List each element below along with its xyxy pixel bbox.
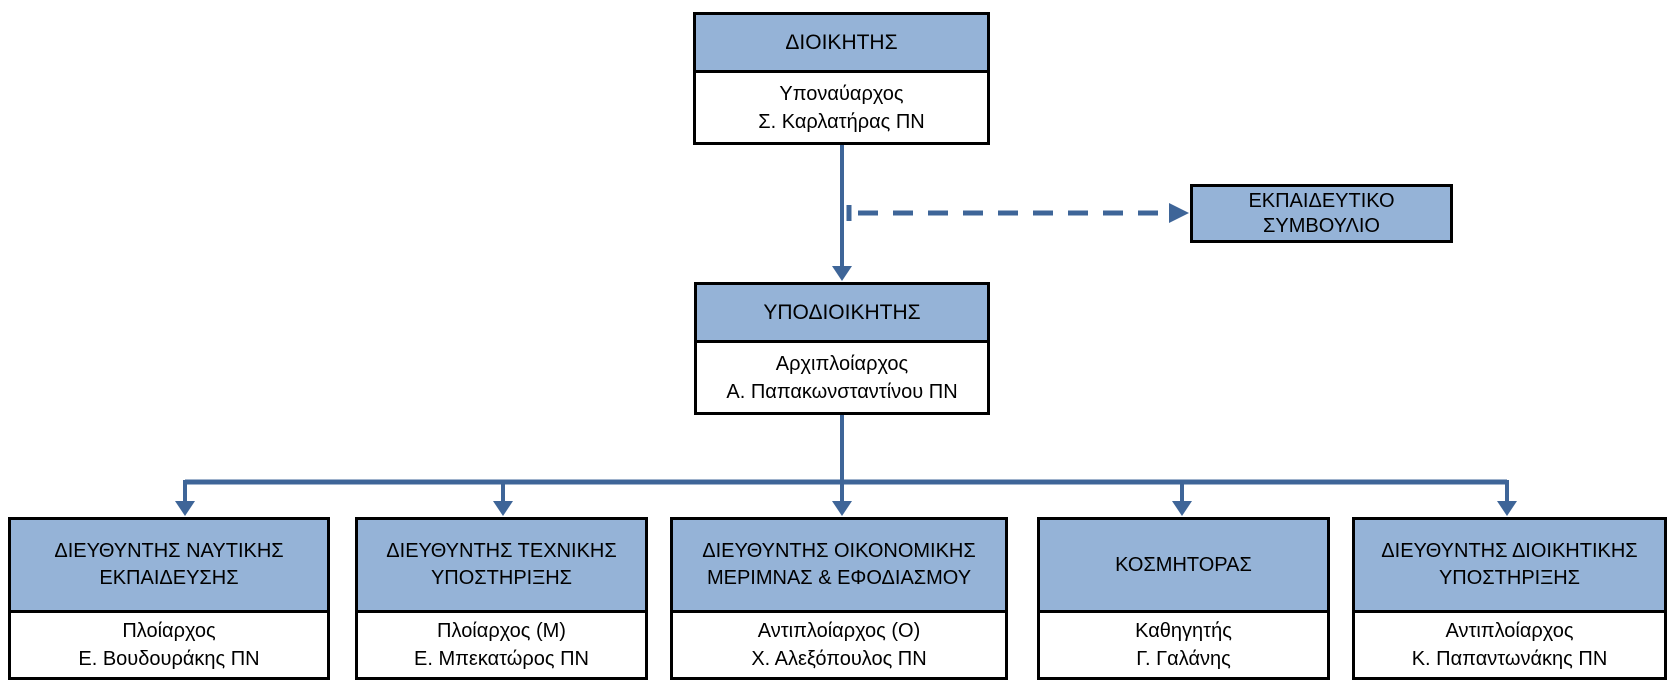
org-box-educational-council: ΕΚΠΑΙΔΕΥΤΙΚΟ ΣΥΜΒΟΥΛΙΟ	[1190, 184, 1453, 243]
director-technical-support-name: Ε. Μπεκατώρος ΠΝ	[414, 648, 589, 670]
org-box-deputy-commander: ΥΠΟΔΙΟΙΚΗΤΗΣ Αρχιπλοίαρχος Α. Παπακωνστα…	[694, 282, 990, 415]
arrowhead-director-1	[175, 501, 195, 516]
org-box-director-administrative-support: ΔΙΕΥΘΥΝΤΗΣ ΔΙΟΙΚΗΤΙΚΗΣ ΥΠΟΣΤΗΡΙΞΗΣ Αντιπ…	[1352, 517, 1667, 680]
director-naval-education-rank: Πλοίαρχος	[122, 620, 216, 642]
arrowhead-director-3	[832, 501, 852, 516]
director-technical-support-details: Πλοίαρχος (Μ) Ε. Μπεκατώρος ΠΝ	[358, 613, 645, 677]
director-financial-supply-rank: Αντιπλοίαρχος (Ο)	[757, 620, 921, 642]
director-financial-supply-details: Αντιπλοίαρχος (Ο) Χ. Αλεξόπουλος ΠΝ	[673, 613, 1005, 677]
dean-name: Γ. Γαλάνης	[1136, 648, 1231, 670]
director-naval-education-details: Πλοίαρχος Ε. Βουδουράκης ΠΝ	[11, 613, 327, 677]
arrowhead-director-4	[1172, 501, 1192, 516]
director-administrative-support-details: Αντιπλοίαρχος Κ. Παπαντωνάκης ΠΝ	[1355, 613, 1664, 677]
org-box-dean: ΚΟΣΜΗΤΟΡΑΣ Καθηγητής Γ. Γαλάνης	[1037, 517, 1330, 680]
commander-name: Σ. Καρλατήρας ΠΝ	[758, 110, 925, 133]
director-administrative-support-title: ΔΙΕΥΘΥΝΤΗΣ ΔΙΟΙΚΗΤΙΚΗΣ ΥΠΟΣΤΗΡΙΞΗΣ	[1355, 520, 1664, 613]
director-naval-education-title: ΔΙΕΥΘΥΝΤΗΣ ΝΑΥΤΙΚΗΣ ΕΚΠΑΙΔΕΥΣΗΣ	[11, 520, 327, 613]
arrowhead-director-2	[493, 501, 513, 516]
director-administrative-support-rank: Αντιπλοίαρχος	[1445, 620, 1574, 642]
arrowhead-deputy	[832, 266, 852, 281]
dean-details: Καθηγητής Γ. Γαλάνης	[1040, 613, 1327, 677]
director-naval-education-name: Ε. Βουδουράκης ΠΝ	[78, 648, 260, 670]
dean-title: ΚΟΣΜΗΤΟΡΑΣ	[1040, 520, 1327, 613]
arrowhead-director-5	[1497, 501, 1517, 516]
org-box-director-technical-support: ΔΙΕΥΘΥΝΤΗΣ ΤΕΧΝΙΚΗΣ ΥΠΟΣΤΗΡΙΞΗΣ Πλοίαρχο…	[355, 517, 648, 680]
org-box-director-financial-supply: ΔΙΕΥΘΥΝΤΗΣ ΟΙΚΟΝΟΜΙΚΗΣ ΜΕΡΙΜΝΑΣ & ΕΦΟΔΙΑ…	[670, 517, 1008, 680]
commander-details: Υποναύαρχος Σ. Καρλατήρας ΠΝ	[696, 73, 987, 142]
commander-rank: Υποναύαρχος	[779, 82, 904, 105]
educational-council-title: ΕΚΠΑΙΔΕΥΤΙΚΟ ΣΥΜΒΟΥΛΙΟ	[1248, 189, 1395, 237]
org-box-director-naval-education: ΔΙΕΥΘΥΝΤΗΣ ΝΑΥΤΙΚΗΣ ΕΚΠΑΙΔΕΥΣΗΣ Πλοίαρχο…	[8, 517, 330, 680]
dean-rank: Καθηγητής	[1135, 620, 1232, 642]
deputy-commander-details: Αρχιπλοίαρχος Α. Παπακωνσταντίνου ΠΝ	[697, 343, 987, 412]
director-financial-supply-name: Χ. Αλεξόπουλος ΠΝ	[751, 648, 927, 670]
commander-title: ΔΙΟΙΚΗΤΗΣ	[696, 15, 987, 73]
director-technical-support-title: ΔΙΕΥΘΥΝΤΗΣ ΤΕΧΝΙΚΗΣ ΥΠΟΣΤΗΡΙΞΗΣ	[358, 520, 645, 613]
arrowhead-council	[1169, 203, 1189, 223]
deputy-commander-title: ΥΠΟΔΙΟΙΚΗΤΗΣ	[697, 285, 987, 343]
org-box-commander: ΔΙΟΙΚΗΤΗΣ Υποναύαρχος Σ. Καρλατήρας ΠΝ	[693, 12, 990, 145]
director-technical-support-rank: Πλοίαρχος (Μ)	[437, 620, 566, 642]
director-administrative-support-name: Κ. Παπαντωνάκης ΠΝ	[1411, 648, 1608, 670]
deputy-commander-rank: Αρχιπλοίαρχος	[775, 352, 909, 375]
deputy-commander-name: Α. Παπακωνσταντίνου ΠΝ	[726, 380, 958, 403]
director-financial-supply-title: ΔΙΕΥΘΥΝΤΗΣ ΟΙΚΟΝΟΜΙΚΗΣ ΜΕΡΙΜΝΑΣ & ΕΦΟΔΙΑ…	[673, 520, 1005, 613]
